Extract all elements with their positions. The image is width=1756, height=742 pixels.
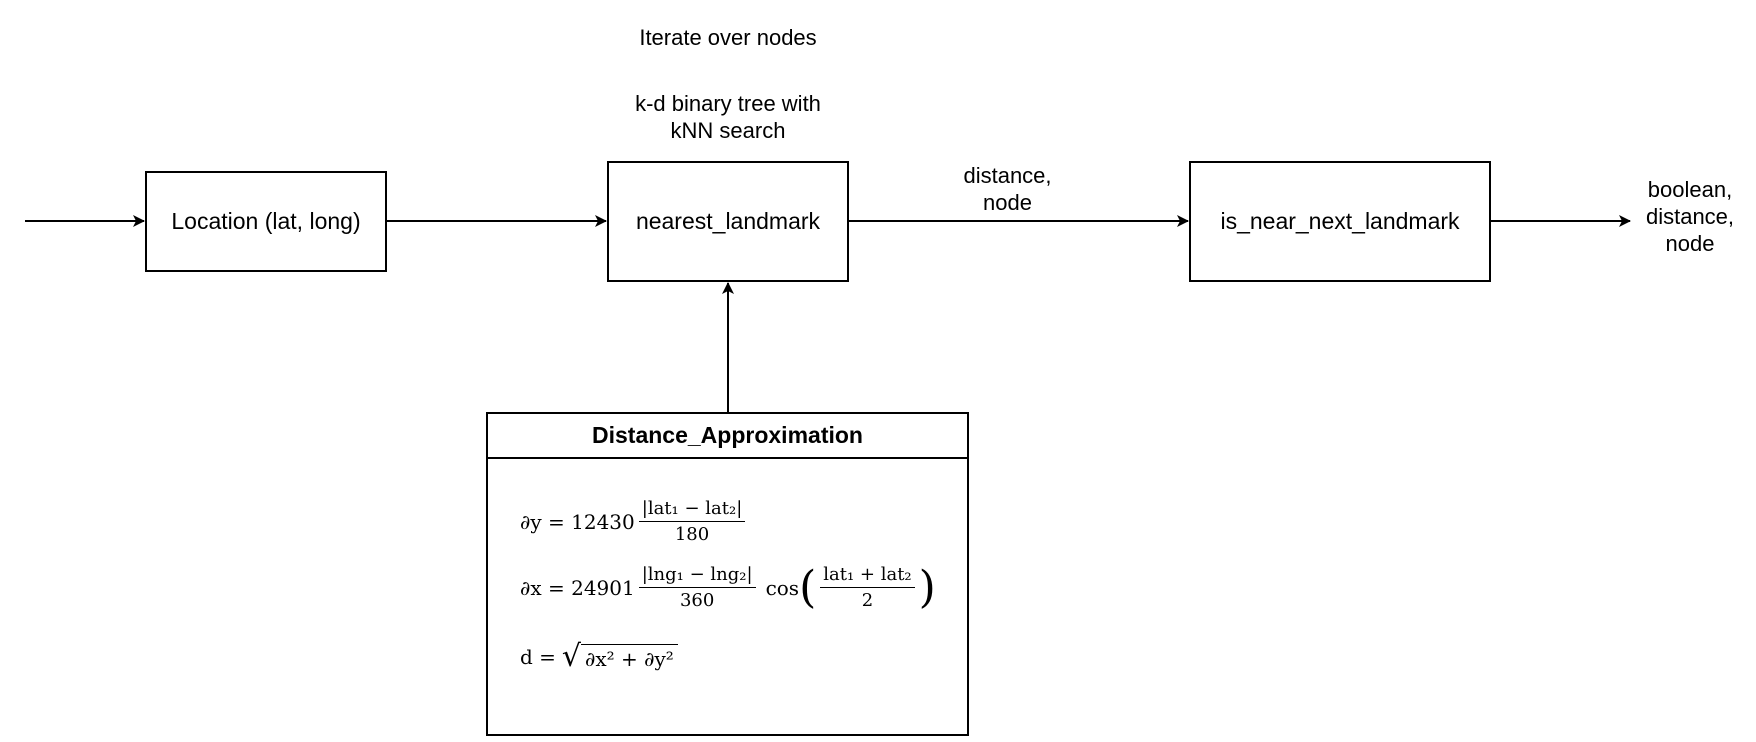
right-paren: ): [918, 561, 936, 613]
formula-dx-cos: cos: [765, 575, 800, 600]
formula-dy-fraction: |lat₁ − lat₂| 180: [638, 498, 746, 545]
sqrt: √ ∂x² + ∂y²: [562, 642, 678, 672]
formula-dx-numerator: |lng₁ − lng₂|: [638, 564, 756, 588]
panel-title: Distance_Approximation: [488, 414, 967, 459]
kd-tree-label-line1: k-d binary tree with: [635, 91, 821, 116]
formula-dy-numerator: |lat₁ − lat₂|: [638, 498, 746, 522]
is-near-next-landmark-box: is_near_next_landmark: [1189, 161, 1491, 282]
formula-dx-fraction: |lng₁ − lng₂| 360: [638, 564, 756, 611]
distance-node-label: distance, node: [930, 162, 1085, 216]
left-paren: (: [799, 561, 817, 613]
formula-dx-denominator: 360: [679, 590, 715, 611]
kd-tree-label-line2: kNN search: [670, 118, 786, 143]
output-label-line1: boolean,: [1647, 177, 1733, 202]
output-label-line2: distance,: [1645, 204, 1735, 229]
location-box: Location (lat, long): [145, 171, 387, 272]
formula-dx-cos-fraction: lat₁ + lat₂ 2: [820, 564, 915, 611]
formula-dy-lhs: ∂y = 12430: [520, 509, 635, 534]
formula-dx: ∂x = 24901 |lng₁ − lng₂| 360 cos ( lat₁ …: [520, 564, 936, 611]
formula-d-radicand: ∂x² + ∂y²: [581, 644, 678, 672]
kd-tree-label: k-d binary tree with kNN search: [600, 90, 856, 144]
distance-node-label-line2: node: [983, 190, 1032, 215]
output-label: boolean, distance, node: [1620, 176, 1756, 257]
sqrt-icon: √: [561, 639, 582, 674]
formula-dx-lhs: ∂x = 24901: [520, 575, 635, 600]
output-label-line3: node: [1665, 231, 1715, 256]
iterate-label: Iterate over nodes: [639, 25, 817, 50]
formula-d: d = √ ∂x² + ∂y²: [520, 642, 678, 672]
formula-d-lhs: d =: [520, 645, 556, 669]
formula-dx-cos-denominator: 2: [861, 590, 874, 611]
distance-node-label-line1: distance,: [963, 163, 1052, 188]
formula-dx-cos-numerator: lat₁ + lat₂: [820, 564, 915, 588]
distance-approximation-panel: Distance_Approximation ∂y = 12430 |lat₁ …: [486, 412, 969, 736]
formula-dy-denominator: 180: [674, 524, 710, 545]
nearest-landmark-box: nearest_landmark: [607, 161, 849, 282]
formula-dy: ∂y = 12430 |lat₁ − lat₂| 180: [520, 498, 749, 545]
